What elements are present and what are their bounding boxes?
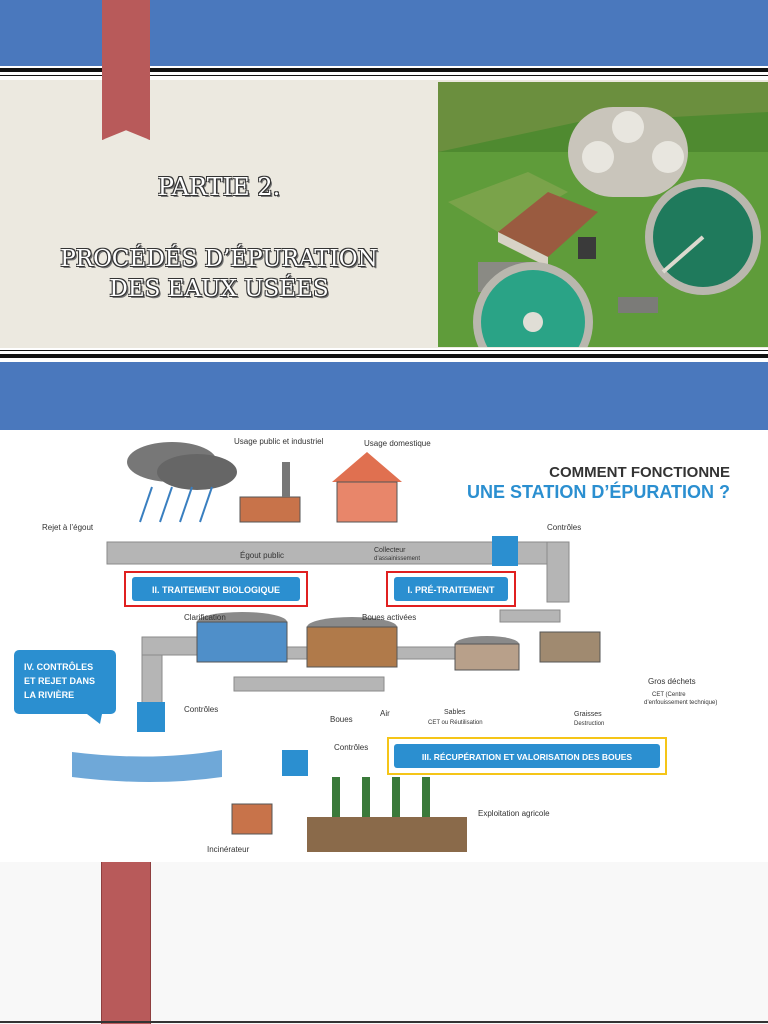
label-graisses-sub: Destruction [574,721,604,727]
label-sables-sub: CET ou Réutilisation [428,720,483,726]
box-controles-line2: ET REJET DANS [24,676,95,686]
label-controles-bottom: Contrôles [334,743,368,752]
label-cet-line1: CET (Centre [652,692,686,698]
box-pretraitement: I. PRÉ-TRAITEMENT [408,585,496,595]
top-rule-thick [0,68,768,72]
label-egout-public: Égout public [240,551,284,560]
label-incinerateur: Incinérateur [207,845,250,854]
bookmark-ribbon-bottom [102,862,150,1024]
title-block: PARTIE 2. PROCÉDÉS D’ÉPURATION DES EAUX … [0,172,438,304]
box-controles-line3: LA RIVIÈRE [24,690,74,700]
label-collecteur: Collecteur [374,547,406,554]
label-exploitation-agricole: Exploitation agricole [478,809,550,818]
label-collecteur-sub: d’assainissement [374,556,420,562]
label-boues-activees: Boues activées [362,613,416,622]
label-usage-domestique: Usage domestique [364,439,431,448]
infographic-heading-line2: UNE STATION D’ÉPURATION ? [467,481,730,502]
top-rule-thin [0,75,768,76]
label-gros-dechets: Gros déchets [648,677,696,686]
chapter-title-line1: PROCÉDÉS D’ÉPURATION [60,246,378,272]
label-boues: Boues [330,715,353,724]
label-usage-public: Usage public et industriel [234,437,324,446]
middle-blue-band [0,362,768,430]
box-traitement-biologique: II. TRAITEMENT BIOLOGIQUE [152,585,280,595]
mid-rule-thick [0,354,768,358]
label-clarification: Clarification [184,613,226,622]
label-controles-left: Contrôles [184,705,218,714]
box-controles-line1: IV. CONTRÔLES [24,661,93,672]
label-rejet-egout: Rejet à l’égout [42,523,94,532]
chapter-title-line2: DES EAUX USÉES [109,276,329,302]
infographic-heading-line1: COMMENT FONCTIONNE [549,464,730,481]
bottom-rule [0,1021,768,1023]
treatment-plant-photo [438,82,768,347]
mid-rule-thin [0,350,768,351]
label-air: Air [380,709,390,718]
wastewater-infographic: COMMENT FONCTIONNE UNE STATION D’ÉPURATI… [12,432,734,862]
part-heading: PARTIE 2. [157,173,281,201]
label-controles-top: Contrôles [547,523,581,532]
label-graisses: Graisses [574,711,602,718]
box-recuperation-boues: III. RÉCUPÉRATION ET VALORISATION DES BO… [422,752,632,762]
label-sables: Sables [444,709,466,716]
label-cet-line2: d’enfouissement technique) [644,700,717,706]
bookmark-ribbon-top [102,0,150,140]
